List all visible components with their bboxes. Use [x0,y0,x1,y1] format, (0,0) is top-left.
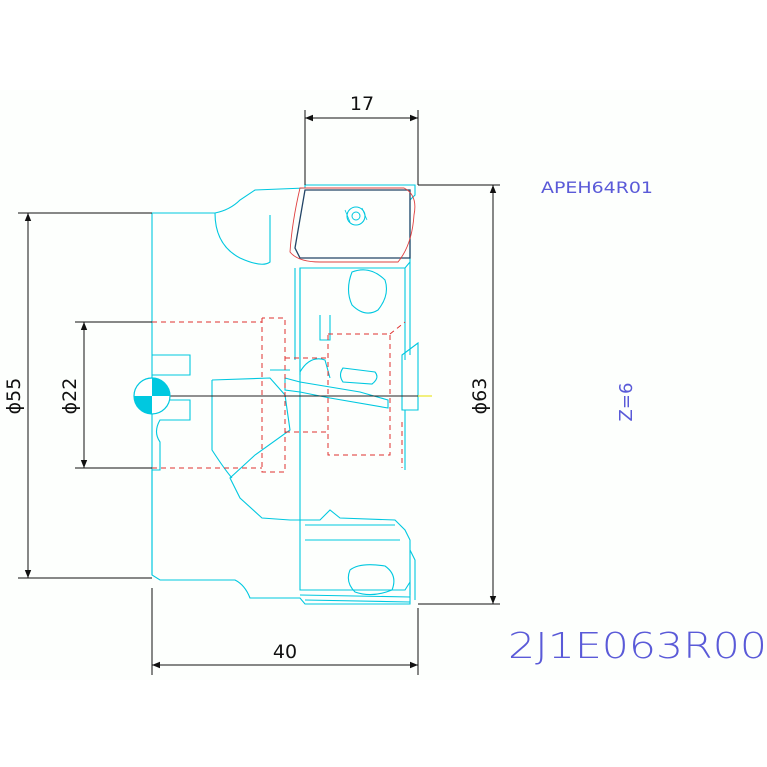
dim-dia-bore [75,321,152,469]
tool-body-outline [151,184,419,605]
dim-dia-outer-label: ϕ63 [469,378,491,415]
teeth-count-label: Z=6 [616,383,637,422]
dim-dia-bore-label: ϕ22 [59,378,81,415]
hidden-lines [152,317,406,473]
dim-width-bottom [151,588,419,675]
dim-width-bottom-label: 40 [273,641,297,663]
center-of-mass-icon [133,377,171,415]
tool-code-label: 2J1E063R00 [508,626,767,667]
dim-width-top-label: 17 [350,93,374,115]
dim-dia-outer [418,184,500,605]
insert-code-label: APEH64R01 [541,178,653,197]
dim-dia-body [18,212,152,579]
insert-pocket [289,187,416,263]
dim-dia-body-label: ϕ55 [3,378,25,415]
dim-width-top [304,110,419,185]
